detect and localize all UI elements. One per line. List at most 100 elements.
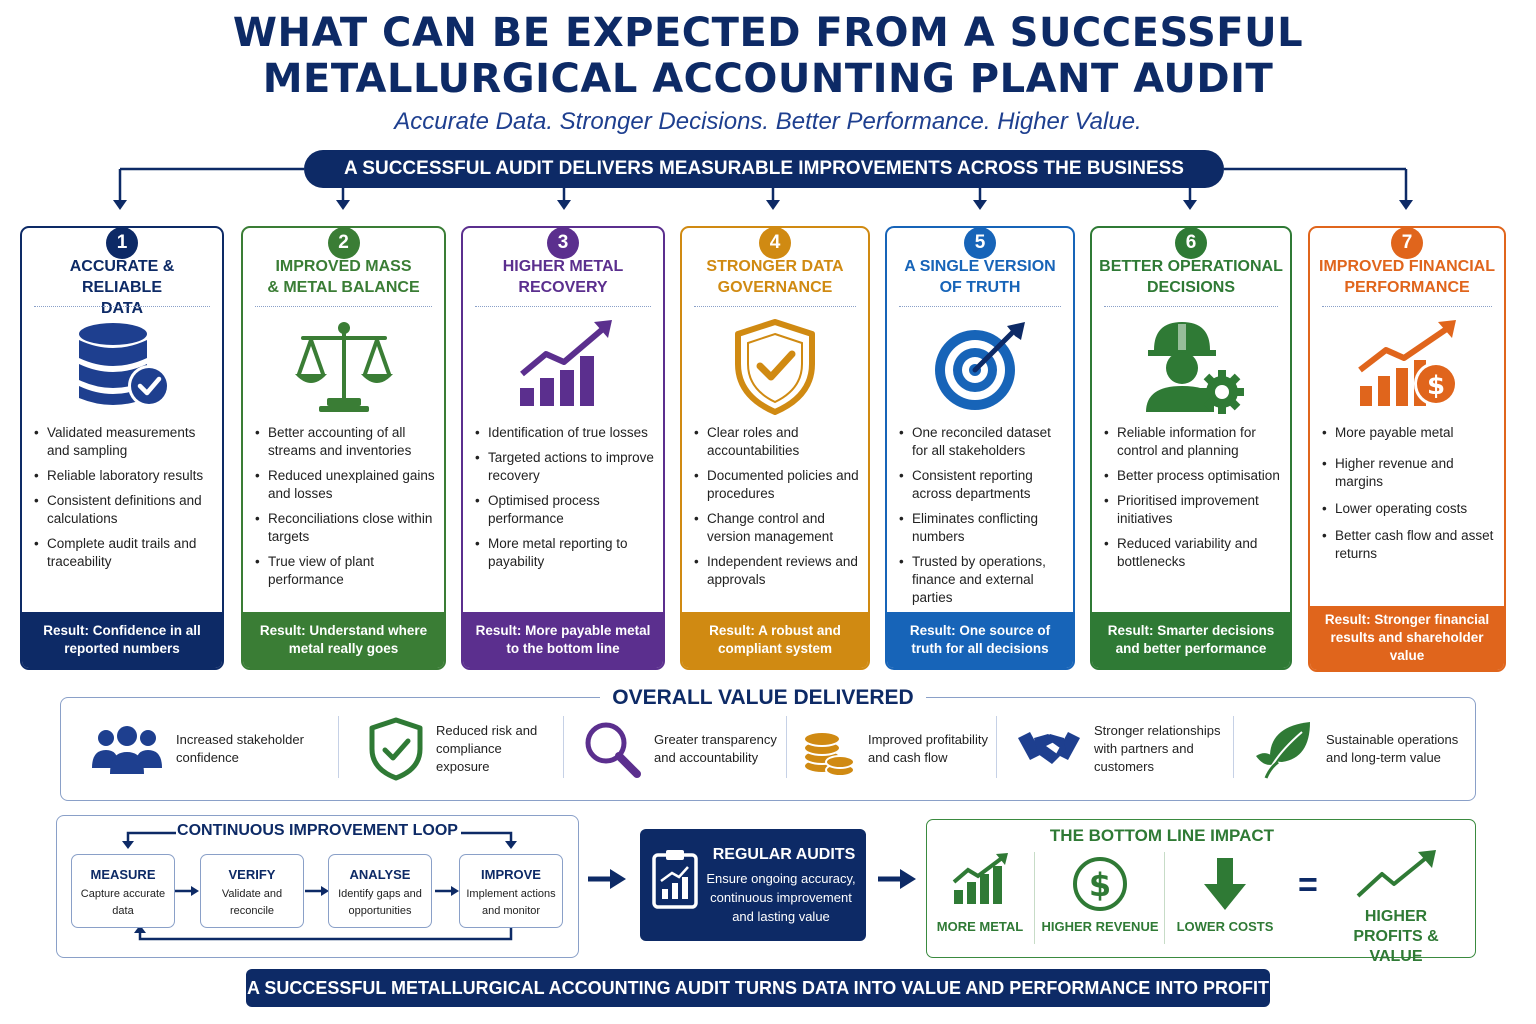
bottom-line-item-metal: MORE METAL	[936, 852, 1024, 934]
equals-sign: =	[1298, 866, 1318, 904]
loop-step-name: ANALYSE	[349, 867, 411, 882]
regular-audits-box: REGULAR AUDITS Ensure ongoing accuracy, …	[640, 829, 866, 941]
regular-audits-title: REGULAR AUDITS	[712, 846, 856, 863]
bullet-item: True view of plant performance	[255, 553, 436, 589]
loop-step-measure: MEASURE Capture accurate data	[71, 854, 175, 928]
card-title-line: IMPROVED FINANCIAL	[1319, 258, 1495, 275]
bottom-line-label: MORE METAL	[936, 919, 1024, 934]
bottom-line-label: LOWER COSTS	[1176, 919, 1274, 934]
card-number: 7	[1391, 228, 1423, 259]
card-bullets: Better accounting of all streams and inv…	[255, 424, 436, 596]
card-number: 3	[547, 228, 579, 259]
card-number: 5	[964, 228, 996, 259]
handshake-icon	[1018, 732, 1080, 764]
bullet-item: Documented policies and procedures	[694, 467, 860, 503]
bullet-item: Better accounting of all streams and inv…	[255, 424, 436, 460]
bullet-item: Independent reviews and approvals	[694, 553, 860, 589]
bottom-line-box	[926, 819, 1476, 958]
overall-item-text: Improved profitability and cash flow	[868, 732, 988, 765]
card-result: Result: Understand where metal really go…	[243, 612, 444, 668]
card-separator	[34, 306, 210, 307]
bottom-line-item-costs: LOWER COSTS	[1172, 856, 1278, 934]
overall-divider	[338, 716, 339, 778]
card-title: IMPROVED MASS & METAL BALANCE	[249, 256, 438, 304]
card-title-line: IMPROVED MASS	[275, 258, 412, 275]
card-separator	[475, 306, 651, 307]
loop-step-verify: VERIFY Validate and reconcile	[200, 854, 304, 928]
svg-text:$: $	[1089, 866, 1111, 904]
card-number: 6	[1175, 228, 1207, 259]
top-banner: A SUCCESSFUL AUDIT DELIVERS MEASURABLE I…	[304, 150, 1224, 188]
card-number: 2	[327, 228, 360, 259]
bottom-line-item-revenue: $ HIGHER REVENUE	[1040, 856, 1160, 934]
card-separator	[1322, 306, 1492, 307]
card-title-line: GOVERNANCE	[717, 279, 833, 296]
card-title-line: ACCURATE & RELIABLE	[69, 258, 175, 296]
improvement-loop-box	[56, 815, 579, 958]
loop-step-name: VERIFY	[228, 867, 276, 882]
bullet-item: Validated measurements and sampling	[34, 424, 214, 460]
card-title-line: A SINGLE VERSION	[904, 258, 1056, 275]
card-title-line: PERFORMANCE	[1344, 279, 1470, 296]
card-title-line: STRONGER DATA	[706, 258, 844, 275]
loop-step-improve: IMPROVE Implement actions and monitor	[459, 854, 563, 928]
coins-icon	[803, 731, 855, 777]
improvement-loop-title: CONTINUOUS IMPROVEMENT LOOP	[177, 822, 458, 839]
overall-item-text: Greater transparency and accountability	[654, 732, 777, 765]
loop-step-desc: Capture accurate data	[80, 888, 166, 917]
bottom-line-label: HIGHER REVENUE	[1041, 919, 1159, 934]
overall-item-text: Stronger relationships with partners and…	[1094, 723, 1221, 774]
card-title-line: & METAL BALANCE	[267, 279, 420, 296]
card-title: IMPROVED FINANCIAL PERFORMANCE	[1316, 256, 1498, 304]
bullet-item: Lower operating costs	[1322, 500, 1496, 518]
growth-chart-icon	[520, 320, 612, 406]
target-icon	[935, 322, 1025, 410]
footer-banner: A SUCCESSFUL METALLURGICAL ACCOUNTING AU…	[246, 969, 1270, 1007]
loop-step-analyse: ANALYSE Identify gaps and opportunities	[328, 854, 432, 928]
card-separator	[1104, 306, 1278, 307]
overall-item-text: Sustainable operations and long-term val…	[1326, 732, 1459, 765]
card-title-line: DECISIONS	[1146, 279, 1235, 296]
bullet-item: Higher revenue and margins	[1322, 455, 1496, 491]
database-check-icon	[79, 323, 170, 407]
bullet-item: Trusted by operations, finance and exter…	[899, 553, 1065, 607]
bottom-line-result-text: HIGHER PROFITS & VALUE	[1353, 908, 1439, 965]
page-subtitle: Accurate Data. Stronger Decisions. Bette…	[394, 108, 1142, 135]
people-icon	[92, 726, 162, 774]
overall-divider	[786, 716, 787, 778]
bullet-item: Better cash flow and asset returns	[1322, 527, 1496, 563]
bullet-item: Eliminates conflicting numbers	[899, 510, 1065, 546]
chart-dollar-icon: $	[1358, 320, 1458, 406]
bullet-item: Consistent definitions and calculations	[34, 492, 214, 528]
worker-gear-icon	[1146, 322, 1244, 414]
bullet-item: Optimised process performance	[475, 492, 655, 528]
trend-up-icon	[1356, 850, 1436, 898]
card-separator	[694, 306, 856, 307]
card-result: Result: More payable metal to the bottom…	[463, 612, 663, 668]
loop-step-name: MEASURE	[90, 867, 156, 882]
shield-check-icon	[735, 319, 815, 415]
dollar-circle-icon: $	[1073, 857, 1127, 911]
bullet-item: Change control and version management	[694, 510, 860, 546]
loop-step-desc: Validate and reconcile	[221, 888, 283, 917]
card-single-truth: 5 A SINGLE VERSION OF TRUTH One reconcil…	[885, 226, 1075, 670]
bullet-item: Clear roles and accountabilities	[694, 424, 860, 460]
card-bullets: Reliable information for control and pla…	[1104, 424, 1282, 578]
bullet-item: Reduced unexplained gains and losses	[255, 467, 436, 503]
bullet-item: Identification of true losses	[475, 424, 655, 442]
bullet-item: Reliable information for control and pla…	[1104, 424, 1282, 460]
card-bullets: Clear roles and accountabilities Documen…	[694, 424, 860, 596]
magnifier-icon	[585, 722, 641, 778]
overall-divider	[1233, 716, 1234, 778]
clipboard-chart-icon	[652, 850, 698, 909]
bullet-item: Prioritised improvement initiatives	[1104, 492, 1282, 528]
loop-step-desc: Identify gaps and opportunities	[338, 888, 422, 917]
loop-arrows	[122, 831, 517, 941]
card-separator	[255, 306, 432, 307]
bottom-line-result: HIGHER PROFITS & VALUE	[1330, 848, 1462, 967]
card-bullets: More payable metal Higher revenue and ma…	[1322, 424, 1496, 570]
bullet-item: Reduced variability and bottlenecks	[1104, 535, 1282, 571]
card-number: 4	[759, 228, 791, 259]
overall-value-title-text: OVERALL VALUE DELIVERED	[600, 686, 926, 709]
overall-value-title: OVERALL VALUE DELIVERED	[0, 686, 1526, 710]
